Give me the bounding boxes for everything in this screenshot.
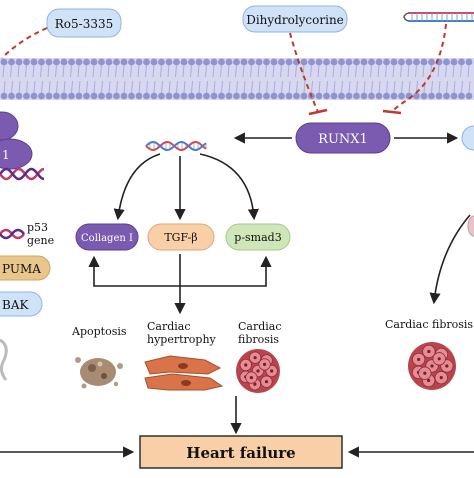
heart-failure-box xyxy=(139,435,343,469)
psmad-label: p-smad3 xyxy=(234,231,281,244)
right-partial-node xyxy=(461,125,474,151)
membrane-lipids-bottom xyxy=(0,80,473,100)
heart-failure-node: Heart failure xyxy=(139,435,343,469)
dna-to-collagen-arrow xyxy=(113,153,161,221)
rna-inhibit-bar xyxy=(382,109,402,115)
p53-gene-item: p53 gene xyxy=(0,221,54,247)
left-partial-icon xyxy=(0,338,8,381)
runx1-label: RUNX1 xyxy=(318,132,368,147)
membrane-lipids-top xyxy=(0,58,473,78)
fibrosis-right-label: Cardiac fibrosis xyxy=(385,318,473,331)
runx1-node: RUNX1 xyxy=(295,122,391,154)
fibrosis-mid-cells-icon xyxy=(236,349,280,393)
svg-text:1: 1 xyxy=(2,148,10,162)
psmad-box xyxy=(225,223,291,251)
bak-item: BAK xyxy=(0,291,43,317)
apoptosis-cell-icon xyxy=(75,357,123,389)
dna-icon xyxy=(145,140,207,152)
ro5-3335-node: Ro5-3335 xyxy=(46,8,122,38)
rna-inhibit-line xyxy=(391,23,447,113)
dihydrolycorine-inhibit-bar xyxy=(308,108,328,116)
cell-membrane xyxy=(0,58,474,100)
fibrosis-right-cells-icon xyxy=(408,342,456,390)
left-protein-complex: 1 xyxy=(0,111,45,181)
ro5-3335-label: Ro5-3335 xyxy=(55,17,114,31)
collagen-box xyxy=(75,223,139,251)
dihydrolycorine-box xyxy=(242,5,348,33)
dna-to-psmad-arrow xyxy=(199,153,259,221)
dihydrolycorine-inhibit-line xyxy=(289,32,319,113)
dihydrolycorine-node: Dihydrolycorine xyxy=(242,5,348,33)
heart-failure-label: Heart failure xyxy=(186,444,295,462)
ro5-inhibit-line xyxy=(1,27,48,59)
bak-box xyxy=(0,291,43,317)
bak-label: BAK xyxy=(2,298,29,312)
runx1-box xyxy=(295,122,391,154)
fibrosis-mid-label-line2: fibrosis xyxy=(238,333,279,346)
puma-label: PUMA xyxy=(2,262,41,276)
hypertrophy-label-line2: hypertrophy xyxy=(147,333,217,346)
hypertrophy-label-line1: Cardiac xyxy=(147,320,191,333)
gene-label: gene xyxy=(27,234,54,247)
rna-hairpin-icon xyxy=(403,12,474,22)
hypertrophy-cells-icon xyxy=(144,355,224,391)
collagen-label: Collagen I xyxy=(81,233,133,244)
dihydrolycorine-label: Dihydrolycorine xyxy=(246,13,344,27)
right-to-fibrosis-arrow xyxy=(429,214,471,305)
apoptosis-label: Apoptosis xyxy=(71,325,127,338)
tgf-label: TGF-β xyxy=(164,231,197,244)
collagen-node: Collagen I xyxy=(75,223,139,251)
puma-item: PUMA xyxy=(0,255,51,281)
p53-label: p53 xyxy=(27,221,48,234)
right-partial-node-2 xyxy=(467,215,474,237)
puma-box xyxy=(0,255,51,281)
fibrosis-mid-label-line1: Cardiac xyxy=(238,320,282,333)
ro5-3335-box xyxy=(46,8,122,38)
psmad-node: p-smad3 xyxy=(225,223,291,251)
tgf-box xyxy=(147,223,215,251)
tgf-node: TGF-β xyxy=(147,223,215,251)
